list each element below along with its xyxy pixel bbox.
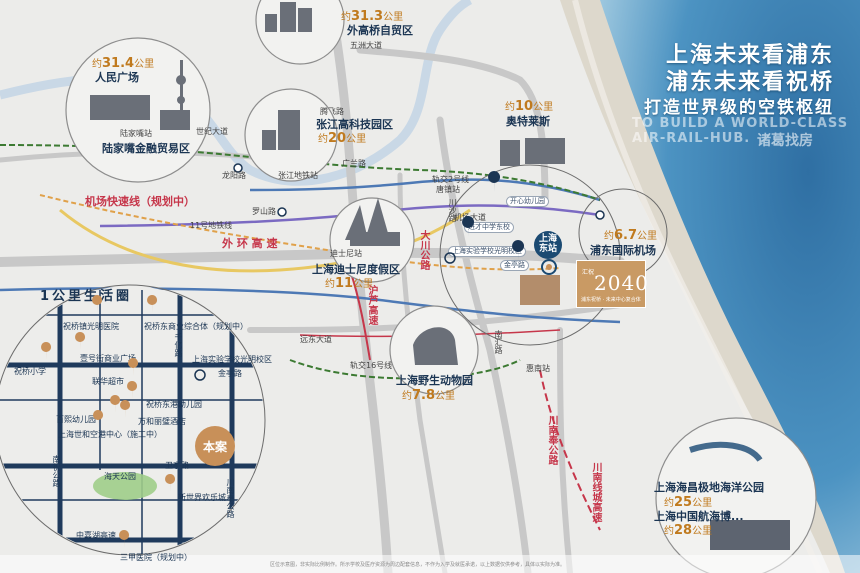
label-metro16: 轨交16号线	[350, 361, 393, 370]
shanghai-east-station-tag: 上海东站	[534, 231, 562, 259]
label-chuannan-road: 川南奉公路	[546, 415, 557, 465]
label-hulu-expressway: 沪芦高速	[366, 285, 377, 325]
label-yuandong-ave: 远东大道	[300, 335, 332, 344]
dist-wildlife-park: 约7.8公里	[402, 388, 456, 403]
label-chuansha-road: 川沙路	[448, 198, 457, 222]
life-place-10: 上海世和空港中心（施工中）	[58, 430, 162, 439]
label-guanglan: 广兰路	[342, 159, 366, 168]
dest-wildlife-park: 上海野生动物园	[396, 374, 473, 387]
dest-renmin: 人民广场	[95, 71, 139, 84]
life-place-14: 三甲医院（规划中）	[120, 553, 192, 562]
life-place-1: 祝桥东商业综合体（规划中）	[144, 322, 248, 331]
location-pin-icon	[462, 216, 475, 237]
map-pin-icon	[165, 474, 176, 492]
dest-zhangjiang: 张江高科技园区	[316, 118, 393, 131]
dist-outlets: 约10公里	[505, 99, 554, 114]
label-outer-ring: 外 环 高 速	[222, 237, 278, 250]
headline-line3: 打造世界级的空铁枢纽	[644, 98, 834, 118]
project-home-marker: 本案	[195, 426, 235, 466]
dest-waigaoqiao: 外高桥自贸区	[347, 24, 413, 37]
map-pin-icon	[93, 410, 104, 428]
dist-airport: 约6.7公里	[604, 228, 658, 243]
label-metro2: 轨交2号线	[432, 175, 470, 184]
dest-haichang: 上海海昌极地海洋公园	[654, 481, 764, 494]
label-shiji-ave: 世纪大道	[196, 127, 228, 136]
tag-kaixin-kindergarten: 开心幼儿园	[506, 196, 549, 207]
tag-jinting-road: 金亭路	[500, 260, 529, 271]
dist-zhangjiang: 约20公里	[318, 131, 367, 146]
dist-disney: 约11公里	[325, 276, 374, 291]
life-place-6: 祝桥小学	[14, 367, 46, 376]
map-pin-icon	[41, 342, 52, 360]
dist-maritime-museum: 约28公里	[664, 523, 713, 538]
label-zhangjiang-station: 张江地铁站	[278, 171, 318, 180]
map-pin-icon	[92, 295, 103, 313]
label-airport-express: 机场快速线（规划中）	[85, 195, 195, 208]
dest-maritime-museum: 上海中国航海博...	[654, 510, 744, 523]
headline-english-1: TO BUILD A WORLD-CLASS	[632, 116, 849, 131]
dest-disney: 上海迪士尼度假区	[312, 263, 400, 276]
tag-jincai-school: 进才中学东校	[464, 222, 514, 233]
map-pin-icon	[110, 395, 121, 413]
project-badge: 汇祝 2040 浦东祝桥 · 未来中心复合体	[576, 260, 649, 308]
headline-line2: 浦东未来看祝桥	[665, 70, 834, 95]
life-place-13: 新世界欢乐城	[178, 493, 226, 502]
label-luoshan: 罗山路	[252, 207, 276, 216]
life-place-2: 壹号街商业广场	[80, 354, 136, 363]
life-place-15: 中嘉湖高速	[76, 531, 116, 540]
label-disney-station: 迪士尼站	[330, 249, 362, 258]
map-pin-icon	[128, 358, 139, 376]
location-pin-icon	[488, 171, 501, 192]
life-place-4: 金亭路	[218, 369, 242, 378]
map-pin-icon	[147, 295, 158, 313]
life-place-8: 百熙幼儿园	[56, 415, 96, 424]
badge-tiny-text: 汇祝	[582, 269, 595, 276]
map-pin-icon	[75, 332, 86, 350]
life-place-9: 万和丽璧酒店	[138, 417, 186, 426]
life-circle-title: 1公里生活圈	[40, 289, 133, 304]
label-tangzhen: 唐镇站	[436, 185, 460, 194]
dist-renmin: 约31.4公里	[92, 56, 155, 71]
tag-shiyan-school: 上海实验学校光明校区	[448, 246, 526, 257]
life-place-18: 千亿路	[174, 333, 183, 357]
label-chuanjie-expressway: 川南线城高速	[590, 462, 601, 522]
label-daxiang-road: 大川公路	[418, 230, 429, 270]
life-place-5: 联华超市	[92, 377, 124, 386]
disclaimer-text: 区位示意图，非实际比例制作。所示学校及医疗资源为周边配套信息，不作为入学及就医承…	[270, 562, 566, 568]
life-place-16: 南祝公路	[52, 455, 61, 487]
badge-number: 2040	[594, 271, 649, 295]
target-icon	[444, 252, 456, 264]
label-huinan-station: 惠南站	[526, 364, 550, 373]
brand-watermark: 诸葛找房	[757, 133, 813, 149]
dist-haichang: 约25公里	[664, 495, 713, 510]
life-place-17: 川南奉公路	[226, 478, 235, 518]
label-tengfei: 腾飞路	[320, 107, 344, 116]
dest-airport: 浦东国际机场	[590, 244, 656, 257]
life-place-12: 卫亭路	[165, 461, 189, 470]
life-place-0: 祝桥镇光明医院	[63, 322, 119, 331]
map-pin-icon	[119, 530, 130, 548]
label-metro11: 11号地铁线	[190, 221, 233, 230]
dest-outlets: 奥特莱斯	[506, 115, 550, 128]
life-place-7: 祝桥东港幼儿园	[146, 400, 202, 409]
label-lujiazui-station: 陆家嘴站	[120, 129, 152, 138]
dist-waigaoqiao: 约31.3公里	[341, 9, 404, 24]
road-wuzhou: 五洲大道	[350, 41, 382, 50]
dest-lujiazui: 陆家嘴金融贸易区	[102, 142, 190, 155]
badge-subtitle: 浦东祝桥 · 未来中心复合体	[581, 297, 641, 303]
headline-english-2: AIR-RAIL-HUB.	[632, 131, 751, 146]
map-pin-icon	[120, 400, 131, 418]
target-icon	[194, 369, 206, 381]
life-place-3: 上海实验学校光明校区	[192, 355, 272, 364]
life-place-11: 海天公园	[104, 472, 136, 481]
map-pin-icon	[127, 381, 138, 399]
headline-line1: 上海未来看浦东	[665, 43, 834, 68]
label-longyang: 龙阳路	[222, 171, 246, 180]
label-nanhui-road: 南汇路	[494, 330, 503, 354]
location-pin-icon	[512, 240, 525, 261]
